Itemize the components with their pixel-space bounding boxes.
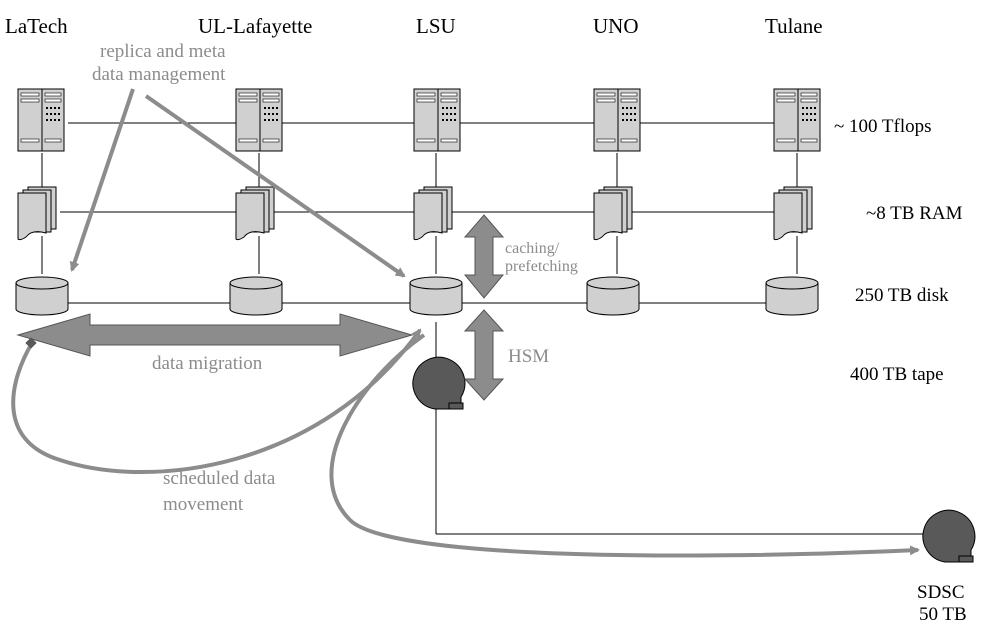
sdsc-name-label: SDSC xyxy=(917,582,965,603)
replica-label-line2: data management xyxy=(92,64,226,85)
scheduled-label-line1: scheduled data xyxy=(163,468,276,489)
caching-arrow xyxy=(463,214,505,299)
disk-icon-lsu xyxy=(409,276,463,316)
memory-icon-tulane xyxy=(773,186,813,241)
server-icon-tulane xyxy=(773,88,821,152)
replica-label-line1: replica and meta xyxy=(100,41,226,62)
site-label-lsu: LSU xyxy=(416,14,456,38)
replica-arrow-latech xyxy=(69,88,135,272)
tier-label-compute: ~ 100 Tflops xyxy=(834,116,932,137)
site-label-ul-lafayette: UL-Lafayette xyxy=(198,14,312,38)
scheduled-arrow-latech xyxy=(11,328,422,474)
tier-label-disk: 250 TB disk xyxy=(855,285,949,306)
disk-icon-uno xyxy=(586,276,640,316)
tape-icon-lsu xyxy=(412,356,466,410)
memory-icon-ul-lafayette xyxy=(235,186,275,241)
tape-icon-sdsc xyxy=(922,509,976,563)
disk-icon-latech xyxy=(15,276,69,316)
replica-arrow-lsu xyxy=(144,94,406,278)
hsm-arrow xyxy=(463,309,505,401)
disk-icon-tulane xyxy=(765,276,819,316)
scheduled-arrow-sdsc xyxy=(329,333,920,558)
sdsc-capacity-label: 50 TB xyxy=(919,604,967,625)
site-label-uno: UNO xyxy=(593,14,639,38)
data-migration-label: data migration xyxy=(152,353,263,374)
disk-icon-ul-lafayette xyxy=(229,276,283,316)
memory-icon-lsu xyxy=(413,186,453,241)
tier-label-tape: 400 TB tape xyxy=(850,364,944,385)
data-migration-arrow xyxy=(16,313,414,357)
caching-label-line1: caching/ xyxy=(505,240,560,257)
site-label-latech: LaTech xyxy=(5,14,68,38)
scheduled-label-line2: movement xyxy=(163,494,244,515)
server-icon-latech xyxy=(17,88,65,152)
memory-icon-uno xyxy=(593,186,633,241)
server-icon-uno xyxy=(593,88,641,152)
hsm-label: HSM xyxy=(508,346,549,367)
server-icon-ul-lafayette xyxy=(235,88,283,152)
caching-label-line2: prefetching xyxy=(505,258,578,275)
tier-label-ram: ~8 TB RAM xyxy=(866,203,963,224)
site-label-tulane: Tulane xyxy=(765,14,823,38)
memory-icon-latech xyxy=(17,186,57,241)
server-icon-lsu xyxy=(413,88,461,152)
